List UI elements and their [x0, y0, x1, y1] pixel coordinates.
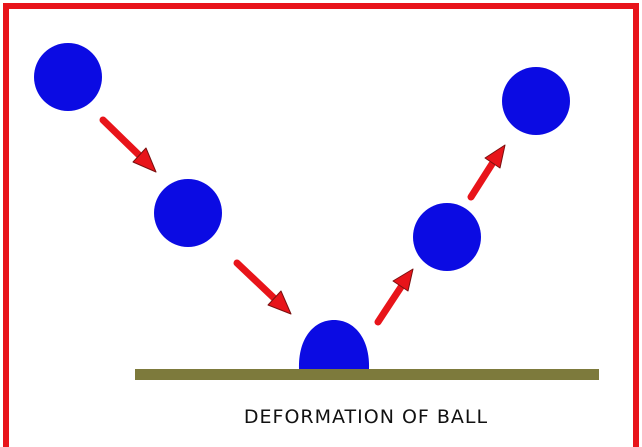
ball-descending	[154, 179, 222, 247]
arrow-down-1	[99, 116, 157, 173]
ball-impact	[298, 320, 370, 369]
caption-text: DEFORMATION OF BALL	[244, 406, 488, 428]
arrow-up-1	[374, 268, 414, 326]
frame-border	[3, 3, 639, 447]
arrow-up-2	[467, 144, 506, 201]
arrow-down-2	[233, 259, 292, 315]
ball-rising	[413, 203, 481, 271]
ground-surface	[135, 369, 599, 380]
ball-start	[34, 43, 102, 111]
ball-end	[502, 67, 570, 135]
